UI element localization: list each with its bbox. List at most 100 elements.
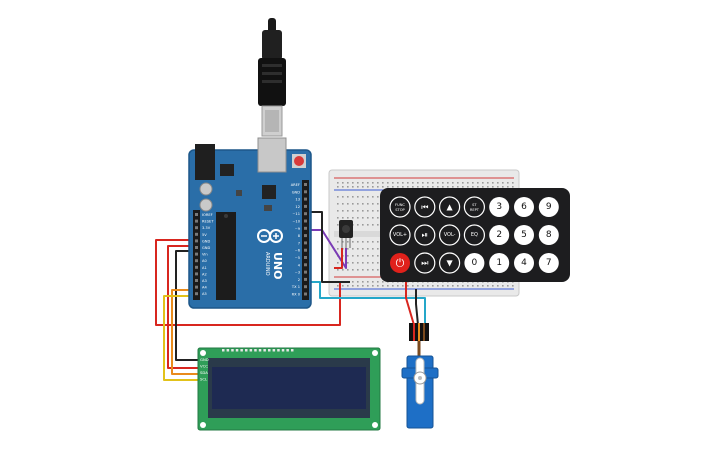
lcd-pin (258, 349, 262, 352)
arduino-pin-label: A0 (202, 259, 207, 263)
remote-key-label: 1 (496, 258, 502, 268)
wire-scl (163, 295, 198, 381)
remote-key-5[interactable]: 5 (514, 225, 534, 245)
remote-key-2[interactable]: 2 (489, 225, 510, 245)
atmega-chip (216, 212, 236, 300)
remote-key-skip-forward[interactable]: ⏭ (414, 252, 436, 274)
arduino-pin-label: GND (202, 239, 210, 243)
arduino-pin-label: AREF (291, 183, 300, 187)
wire-servo-signal (308, 281, 426, 325)
remote-key-0[interactable]: 0 (464, 253, 485, 273)
arduino-pin[interactable] (195, 265, 198, 269)
remote-key-label: 8 (546, 230, 552, 240)
arduino-pin[interactable] (304, 248, 307, 252)
remote-key-label: ⏯ (422, 231, 428, 240)
arduino-pin[interactable] (304, 285, 307, 289)
arduino-pin-label: ~10 (292, 220, 300, 224)
remote-key-skip-back[interactable]: ⏮ (414, 196, 436, 218)
arduino-pin-label: A5 (202, 292, 207, 296)
arduino-pin[interactable] (304, 292, 307, 296)
arduino-pin-label: 4 (298, 263, 301, 267)
arduino-pin[interactable] (195, 246, 198, 249)
arduino-pin[interactable] (304, 263, 307, 267)
arduino-pin[interactable] (304, 219, 307, 223)
remote-key-3[interactable]: 3 (489, 197, 510, 217)
arduino-pin-label: A4 (202, 286, 207, 290)
arduino-pin[interactable] (195, 272, 198, 276)
remote-key-power[interactable]: ⏻ (390, 253, 410, 273)
ir-receiver (339, 220, 353, 248)
remote-key-8[interactable]: 8 (538, 225, 559, 245)
arduino-pin[interactable] (195, 292, 198, 296)
arduino-pin[interactable] (304, 190, 307, 194)
arduino-pin[interactable] (195, 279, 198, 282)
arduino-logo (257, 229, 283, 243)
remote-key-7[interactable]: 7 (538, 253, 559, 273)
lcd-pin (277, 349, 280, 352)
arduino-pin[interactable] (304, 197, 307, 201)
remote-key-label: 0 (472, 258, 478, 268)
remote-key-label: VOL+ (393, 232, 407, 238)
remote-key-1[interactable]: 1 (489, 253, 510, 273)
arduino-pin-label: A1 (202, 266, 207, 270)
arduino-pin-label: 7 (298, 241, 300, 245)
remote-key-label: ⏭ (421, 259, 428, 268)
arduino-pin[interactable] (304, 212, 307, 216)
remote-key-play-pause[interactable]: ⏯ (414, 224, 436, 246)
usb-port (257, 137, 287, 173)
arduino-pin-label: 3.3V (202, 226, 211, 230)
arduino-pin[interactable] (304, 256, 307, 259)
arduino-pin[interactable] (195, 259, 198, 263)
lcd-pin (272, 349, 276, 352)
arduino-pin-label: RESET (202, 220, 214, 224)
arduino-pin[interactable] (195, 226, 198, 230)
reset-button[interactable] (294, 156, 304, 166)
remote-key-label: ⏻ (396, 257, 405, 270)
wire-lcd-vcc (167, 245, 198, 369)
lcd-pin-label: VCC (200, 364, 208, 369)
remote-key-label: ⏮ (421, 203, 428, 212)
arduino-pin[interactable] (195, 285, 198, 289)
arduino-pin[interactable] (304, 277, 307, 281)
remote-key-label: 7 (546, 258, 552, 268)
remote-key-label: 4 (521, 258, 527, 268)
arduino-pin-label: TX 1 (291, 285, 300, 289)
arduino-pin-label: ~11 (292, 212, 300, 216)
arduino-pin-label: GND (202, 246, 210, 250)
arduino-pin-label: ~6 (295, 249, 301, 253)
remote-key-eq[interactable]: EQ (463, 224, 485, 246)
arduino-pin-label: ~3 (295, 271, 300, 275)
remote-key-label: ▼ (447, 259, 454, 268)
arduino-pin[interactable] (195, 232, 198, 236)
remote-key-vol-[interactable]: VOL- (439, 224, 461, 246)
arduino-pin[interactable] (304, 270, 307, 274)
remote-key-up[interactable]: ▲ (439, 196, 461, 218)
remote-key-down[interactable]: ▼ (439, 252, 461, 274)
arduino-pin[interactable] (195, 252, 198, 256)
lcd-pin-label: GND (200, 357, 209, 362)
arduino-pin[interactable] (195, 213, 198, 216)
arduino-pin[interactable] (195, 239, 198, 243)
wire-5v (155, 239, 341, 326)
arduino-pin[interactable] (304, 183, 307, 186)
arduino-pin[interactable] (304, 241, 307, 245)
arduino-pin[interactable] (304, 226, 307, 230)
lcd-pin (281, 349, 285, 352)
lcd-pin (291, 349, 294, 352)
remote-key-4[interactable]: 4 (514, 253, 534, 273)
arduino-pin[interactable] (195, 219, 198, 223)
remote-key-6[interactable]: 6 (514, 197, 534, 217)
remote-key-label: ▲ (447, 203, 454, 212)
remote-key-label: FUNC (395, 203, 405, 207)
lcd-pin-row (222, 349, 294, 352)
arduino-pin-label: IOREF (202, 213, 213, 217)
arduino-pin[interactable] (304, 204, 307, 208)
arduino-pin-label: 2 (298, 278, 300, 282)
remote-key-9[interactable]: 9 (538, 197, 559, 217)
arduino-pin[interactable] (304, 234, 307, 238)
remote-key-vol-[interactable]: VOL+ (389, 224, 411, 246)
